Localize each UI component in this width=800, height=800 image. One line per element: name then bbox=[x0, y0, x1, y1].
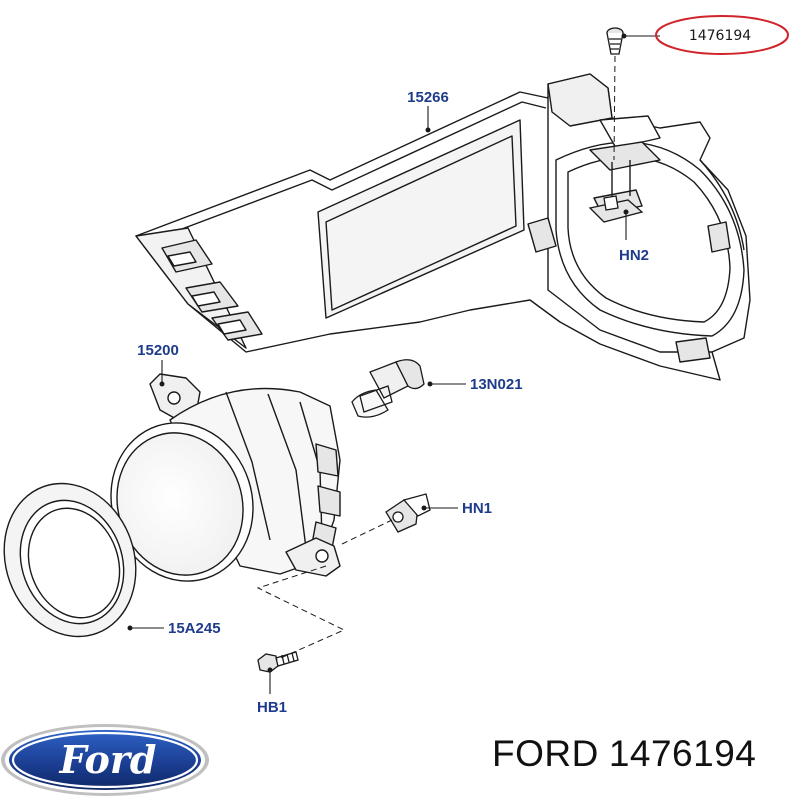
screw-1476194-part bbox=[606, 27, 624, 55]
leader-lines bbox=[130, 35, 660, 694]
socket-hn1-part bbox=[385, 493, 431, 533]
bulb-13n021-part bbox=[351, 359, 425, 418]
highlight-oval bbox=[655, 15, 789, 55]
bezel-ring-15a245-part bbox=[3, 482, 137, 638]
screw-part-number-label: 1476194 bbox=[689, 28, 751, 44]
fog-lamp-body-part bbox=[110, 373, 341, 582]
housing-15266-part bbox=[135, 73, 751, 381]
housing-label: 15266 bbox=[407, 89, 449, 106]
ford-logo: Ford bbox=[1, 724, 209, 796]
socket-label: HN1 bbox=[462, 500, 492, 517]
ford-logo-text: Ford bbox=[59, 737, 157, 782]
clip-hn2-part bbox=[588, 195, 644, 223]
bolt-label: HB1 bbox=[257, 699, 287, 716]
leader-dots bbox=[127, 33, 629, 673]
clip-label: HN2 bbox=[619, 247, 649, 264]
bezel-label: 15A245 bbox=[168, 620, 221, 637]
bulb-label: 13N021 bbox=[470, 376, 523, 393]
caption-brand: FORD bbox=[492, 733, 599, 774]
caption-part-number: 1476194 bbox=[608, 733, 757, 774]
bracket-label: 15200 bbox=[137, 342, 179, 359]
screw-axis-line bbox=[613, 55, 616, 161]
assembly-guide-lines bbox=[256, 519, 393, 661]
bolt-hb1-part bbox=[257, 651, 299, 673]
